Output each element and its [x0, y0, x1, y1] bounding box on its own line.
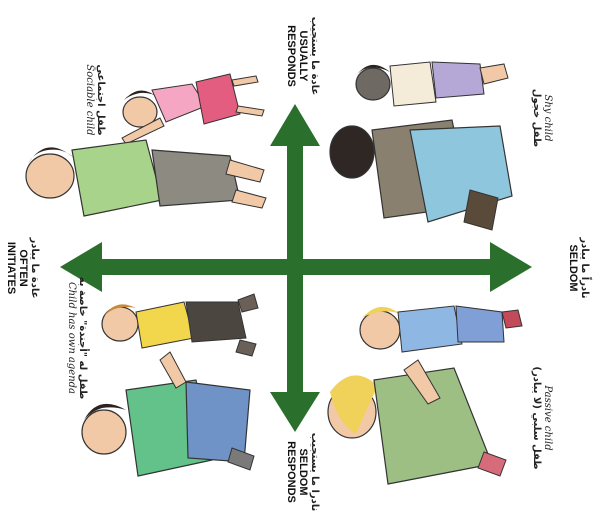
shy-child-figures: [330, 62, 512, 230]
passive-child-caption: Passive child طفل سلبي (لا يبادر): [517, 353, 553, 483]
left-axis-arabic: عادة ما يبادر: [29, 218, 40, 318]
bottom-axis-label: نادرا ما يستجيب SELDOM RESPONDS: [280, 417, 320, 527]
passive-child-english: Passive child: [542, 353, 553, 483]
own-agenda-figures: [82, 294, 258, 476]
agenda-adult-head: [82, 410, 126, 454]
sociable-child-caption: طفل اجتماعي Sociable child: [70, 40, 106, 160]
boy-head: [26, 154, 74, 198]
top-axis-label: عادة ما يستجيب USUALLY RESPONDS: [280, 6, 320, 106]
own-agenda-arabic: طفل له "أجندة" خاصة به: [77, 253, 88, 423]
passive-child-shirt: [398, 306, 462, 352]
shy-child-english: Shy child: [542, 73, 553, 163]
small-shy-pants: [432, 62, 484, 98]
agenda-adult-pants: [186, 382, 250, 462]
agenda-child-pants: [186, 302, 246, 342]
bottom-axis-english-2: RESPONDS: [285, 417, 297, 527]
own-agenda-english: Child has own agenda: [66, 253, 77, 423]
right-axis-arabic: نادراً ما يبادر: [579, 218, 590, 318]
agenda-child-shirt: [136, 302, 194, 348]
top-arrowhead: [270, 104, 320, 146]
sociable-child-figures: [26, 74, 266, 216]
sociable-child-arabic: طفل اجتماعي: [95, 40, 106, 160]
girl-legs: [232, 76, 264, 116]
passive-child-pants: [456, 306, 504, 342]
passive-child-figures: [328, 306, 522, 484]
right-axis-english-1: SELDOM: [567, 218, 579, 318]
top-axis-english-1: USUALLY: [297, 6, 309, 106]
top-axis-english-2: RESPONDS: [285, 6, 297, 106]
agenda-adult-arms: [160, 352, 186, 388]
small-shy-shirt: [390, 62, 436, 106]
boy-pants: [152, 150, 240, 206]
passive-adult-shoes: [478, 452, 506, 476]
own-agenda-caption: طفل له "أجندة" خاصة به Child has own age…: [52, 253, 88, 423]
shy-child-caption: Shy child طفل خجول: [517, 73, 553, 163]
left-axis-label: عادة ما يبادر OFTEN INITIATES: [0, 218, 40, 318]
small-shy-feet: [480, 64, 508, 84]
big-shy-head: [330, 126, 374, 178]
vertical-arrow-shaft: [287, 136, 303, 406]
agenda-adult-shoes: [228, 448, 254, 470]
passive-child-head: [360, 311, 400, 349]
bottom-axis-english-1: SELDOM: [297, 417, 309, 527]
top-axis-arabic: عادة ما يستجيب: [309, 6, 320, 106]
passive-child-feet: [502, 310, 522, 328]
left-axis-english-1: OFTEN: [17, 218, 29, 318]
left-axis-english-2: INITIATES: [5, 218, 17, 318]
passive-child-arabic: طفل سلبي (لا يبادر): [531, 353, 542, 483]
sociable-child-english: Sociable child: [84, 40, 95, 160]
right-arrowhead: [490, 242, 532, 292]
bottom-axis-arabic: نادرا ما يستجيب: [309, 417, 320, 527]
shy-child-arabic: طفل خجول: [531, 73, 542, 163]
right-axis-label: نادراً ما يبادر SELDOM: [550, 218, 590, 318]
small-shy-head: [356, 68, 390, 100]
